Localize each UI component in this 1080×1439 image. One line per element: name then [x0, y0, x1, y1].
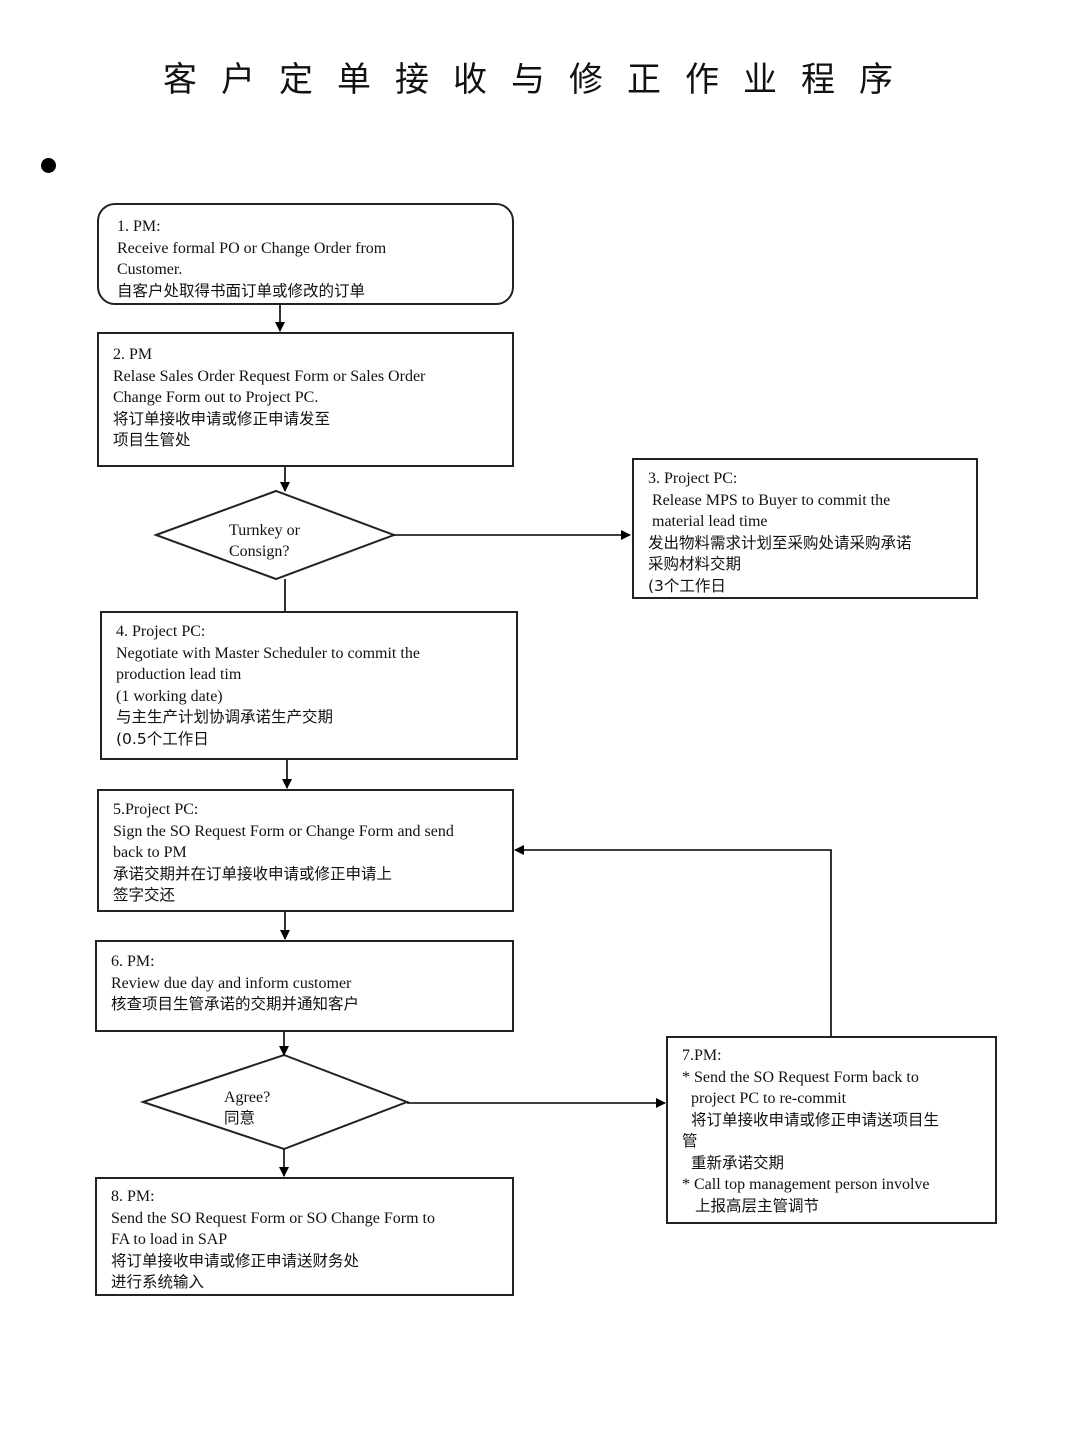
step-2-line: Change Form out to Project PC. — [113, 389, 319, 406]
step-6-line: 核查项目生管承诺的交期并通知客户 — [111, 995, 360, 1013]
step-2-box: 2. PM Relase Sales Order Request Form or… — [97, 332, 514, 467]
step-7-line: * Send the SO Request Form back to — [682, 1068, 919, 1086]
step-2-line: 将订单接收申请或修正申请发至 — [113, 409, 331, 428]
decision-turnkey-line: Consign? — [229, 543, 290, 560]
step-1-line: 自客户处取得书面订单或修改的订单 — [117, 281, 366, 300]
step-4-line: 与主生产计划协调承诺生产交期 — [116, 708, 334, 726]
step-1-line: 1. PM: — [117, 218, 161, 235]
bullet-point — [41, 158, 56, 173]
step-4-box: 4. Project PC: Negotiate with Master Sch… — [100, 611, 518, 760]
step-6-line: Review due day and inform customer — [111, 974, 352, 992]
step-5-line: 签字交还 — [113, 886, 176, 904]
step-2-line: 2. PM — [113, 346, 153, 363]
step-8-line: 8. PM: — [111, 1188, 155, 1205]
step-1-box: 1. PM: Receive formal PO or Change Order… — [97, 203, 514, 305]
step-8-line: 进行系统输入 — [111, 1273, 205, 1291]
step-1-line: Customer. — [117, 261, 183, 278]
step-2-line: 项目生管处 — [113, 431, 191, 449]
step-7-line: 上报高层主管调节 — [695, 1196, 820, 1215]
step-4-line: Negotiate with Master Scheduler to commi… — [116, 644, 420, 662]
step-4-line: (0.5个工作日 — [116, 729, 209, 748]
step-3-line: 发出物料需求计划至采购处请采购承诺 — [648, 533, 912, 552]
step-6-line: 6. PM: — [111, 953, 155, 970]
step-5-line: 承诺交期并在订单接收申请或修正申请上 — [113, 864, 393, 883]
step-3-line: material lead time — [652, 513, 768, 530]
step-7-line: 管 — [682, 1132, 698, 1150]
step-8-line: FA to load in SAP — [111, 1231, 228, 1248]
decision-agree-label: Agree? 同意 — [224, 1087, 270, 1129]
step-3-line: 采购材料交期 — [648, 555, 742, 573]
step-7-line: 重新承诺交期 — [691, 1153, 785, 1172]
decision-agree-line: Agree? — [224, 1089, 271, 1106]
step-8-box: 8. PM: Send the SO Request Form or SO Ch… — [95, 1177, 514, 1296]
step-3-line: (3个工作日 — [648, 576, 726, 595]
step-5-line: Sign the SO Request Form or Change Form … — [113, 822, 454, 840]
decision-diamond-agree — [139, 1053, 410, 1151]
step-5-line: 5.Project PC: — [113, 801, 199, 818]
step-8-line: Send the SO Request Form or SO Change Fo… — [111, 1209, 435, 1227]
decision-turnkey-line: Turnkey or — [229, 522, 300, 539]
step-5-line: back to PM — [113, 844, 187, 861]
step-7-line: 7.PM: — [682, 1047, 722, 1064]
step-3-box: 3. Project PC: Release MPS to Buyer to c… — [632, 458, 978, 599]
step-4-line: (1 working date) — [116, 687, 223, 705]
step-3-line: Release MPS to Buyer to commit the — [652, 491, 891, 509]
step-6-box: 6. PM: Review due day and inform custome… — [95, 940, 514, 1032]
step-1-line: Receive formal PO or Change Order from — [117, 239, 387, 257]
step-3-line: 3. Project PC: — [648, 470, 738, 487]
page-title: 客户定单接收与修正作业程序 — [163, 60, 917, 100]
step-7-line: project PC to re-commit — [691, 1090, 847, 1107]
step-8-line: 将订单接收申请或修正申请送财务处 — [111, 1251, 360, 1270]
decision-agree-line: 同意 — [224, 1109, 256, 1127]
step-7-box: 7.PM: * Send the SO Request Form back to… — [666, 1036, 997, 1224]
arrow-7-back-to-5 — [514, 845, 832, 1037]
step-2-line: Relase Sales Order Request Form or Sales… — [113, 367, 426, 385]
step-7-line: 将订单接收申请或修正申请送项目生 — [691, 1110, 940, 1129]
step-5-box: 5.Project PC: Sign the SO Request Form o… — [97, 789, 514, 912]
decision-turnkey-label: Turnkey or Consign? — [229, 520, 300, 562]
step-4-line: production lead tim — [116, 666, 242, 683]
step-7-line: * Call top management person involve — [682, 1176, 930, 1193]
step-4-line: 4. Project PC: — [116, 623, 206, 640]
